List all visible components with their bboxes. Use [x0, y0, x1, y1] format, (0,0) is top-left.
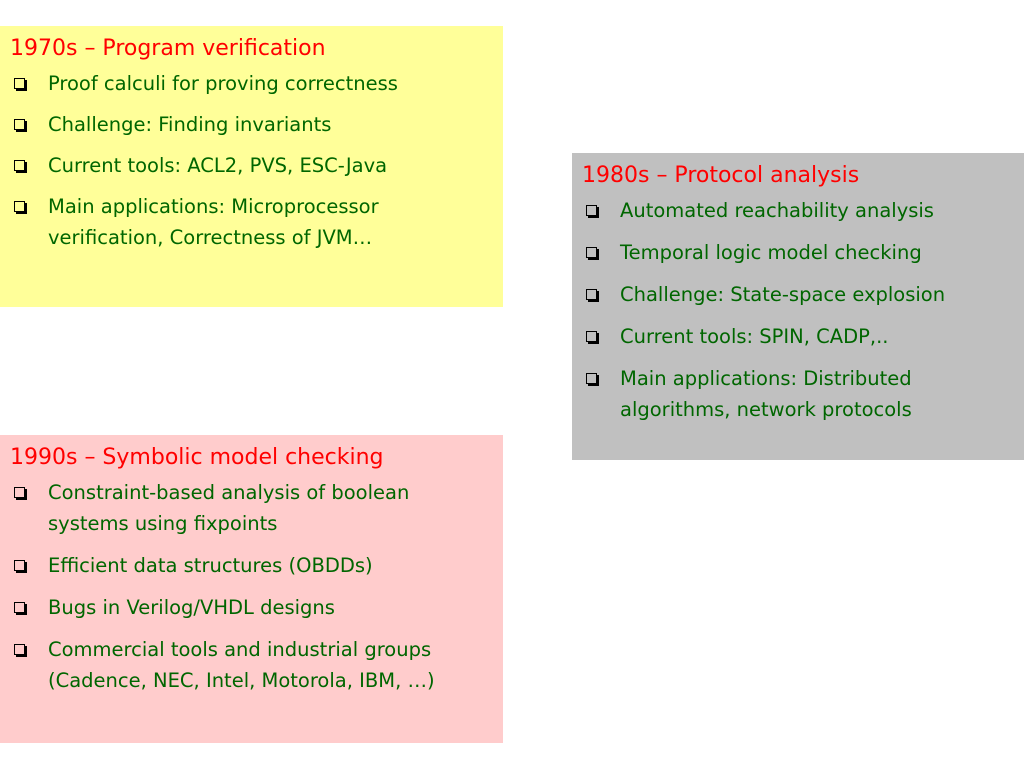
- list-item-text: Challenge: Finding invariants: [48, 113, 332, 136]
- list-item: Current tools: SPIN, CADP,..: [582, 321, 1014, 352]
- section-title: 1990s – Symbolic model checking: [10, 445, 384, 470]
- section-title: 1970s – Program verification: [10, 36, 326, 61]
- list-item: Challenge: Finding invariants: [10, 109, 493, 140]
- list-item-text: Current tools: ACL2, PVS, ESC-Java: [48, 154, 388, 177]
- list-item: Commercial tools and industrial groups (…: [10, 634, 493, 696]
- list-item-text: Proof calculi for proving correctness: [48, 72, 398, 95]
- list-item: Bugs in Verilog/VHDL designs: [10, 592, 493, 623]
- bullet-list: Constraint-based analysis of boolean sys…: [10, 477, 493, 696]
- checkbox-bullet-icon: [586, 289, 597, 300]
- checkbox-bullet-icon: [14, 602, 25, 613]
- list-item-text: Main applications: Microprocessor verifi…: [48, 195, 379, 249]
- section-1980s: 1980s – Protocol analysis Automated reac…: [572, 153, 1024, 460]
- list-item: Temporal logic model checking: [582, 237, 1014, 268]
- list-item: Proof calculi for proving correctness: [10, 68, 493, 99]
- section-1970s: 1970s – Program verification Proof calcu…: [0, 26, 503, 307]
- checkbox-bullet-icon: [14, 160, 25, 171]
- checkbox-bullet-icon: [14, 644, 25, 655]
- checkbox-bullet-icon: [586, 247, 597, 258]
- list-item: Main applications: Microprocessor verifi…: [10, 191, 493, 253]
- checkbox-bullet-icon: [586, 373, 597, 384]
- checkbox-bullet-icon: [14, 201, 25, 212]
- list-item-text: Current tools: SPIN, CADP,..: [620, 325, 889, 348]
- section-title: 1980s – Protocol analysis: [582, 163, 860, 188]
- list-item-text: Temporal logic model checking: [620, 241, 922, 264]
- checkbox-bullet-icon: [14, 119, 25, 130]
- checkbox-bullet-icon: [586, 331, 597, 342]
- list-item: Current tools: ACL2, PVS, ESC-Java: [10, 150, 493, 181]
- list-item-text: Bugs in Verilog/VHDL designs: [48, 596, 335, 619]
- section-1990s: 1990s – Symbolic model checking Constrai…: [0, 435, 503, 743]
- list-item: Constraint-based analysis of boolean sys…: [10, 477, 493, 539]
- bullet-list: Automated reachability analysis Temporal…: [582, 195, 1014, 425]
- bullet-list: Proof calculi for proving correctness Ch…: [10, 68, 493, 253]
- list-item-text: Constraint-based analysis of boolean sys…: [48, 481, 410, 535]
- checkbox-bullet-icon: [14, 487, 25, 498]
- checkbox-bullet-icon: [14, 560, 25, 571]
- list-item-text: Challenge: State-space explosion: [620, 283, 946, 306]
- list-item-text: Automated reachability analysis: [620, 199, 934, 222]
- list-item: Efficient data structures (OBDDs): [10, 550, 493, 581]
- list-item: Automated reachability analysis: [582, 195, 1014, 226]
- list-item: Challenge: State-space explosion: [582, 279, 1014, 310]
- list-item-text: Main applications: Distributed algorithm…: [620, 367, 912, 421]
- checkbox-bullet-icon: [586, 205, 597, 216]
- checkbox-bullet-icon: [14, 78, 25, 89]
- list-item-text: Commercial tools and industrial groups (…: [48, 638, 435, 692]
- list-item-text: Efficient data structures (OBDDs): [48, 554, 373, 577]
- list-item: Main applications: Distributed algorithm…: [582, 363, 1014, 425]
